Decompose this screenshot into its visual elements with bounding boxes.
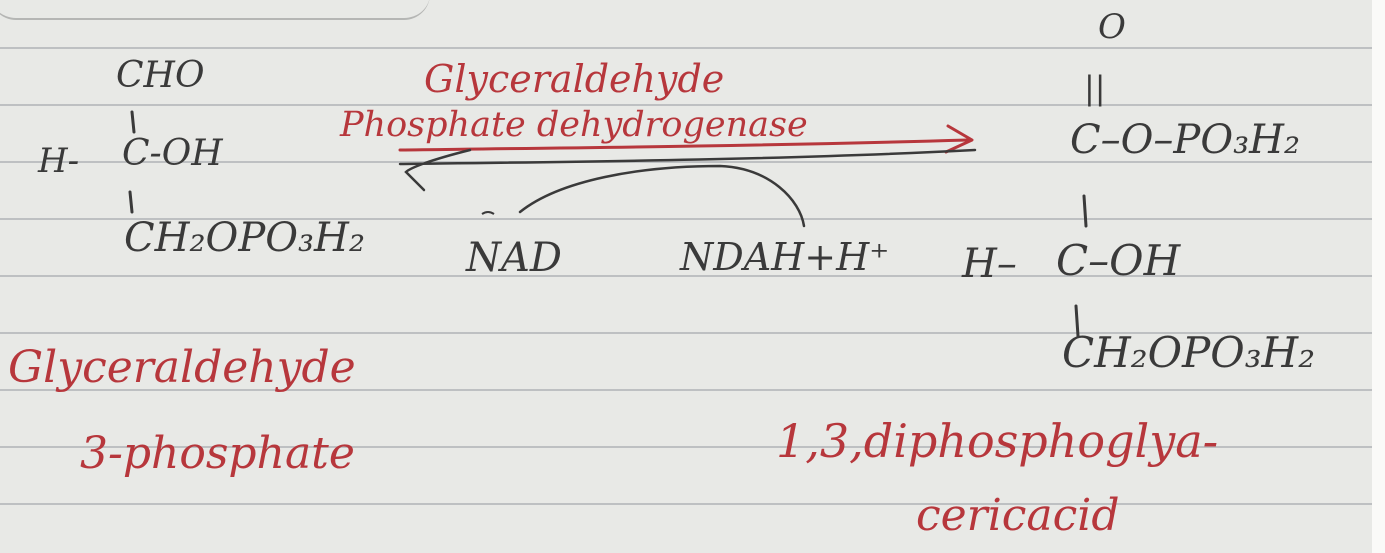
reactant-c-oh: C-OH	[122, 133, 223, 174]
product-double-bond: ||	[1084, 69, 1106, 107]
cofactor-nadh: NDAH+H⁺	[680, 235, 890, 279]
product-bond-mid	[1082, 194, 1088, 228]
reactant-h-left: H-	[38, 141, 80, 181]
product-bond-bottom	[1074, 304, 1080, 338]
product-ch2opo3h2: CH₂OPO₃H₂	[1062, 328, 1316, 377]
product-c-oh: C–OH	[1056, 236, 1181, 285]
reactant-ch2opo3h2: CH₂OPO₃H₂	[124, 215, 365, 261]
reactant-bond-top	[130, 110, 136, 134]
reaction-arrow	[398, 138, 970, 152]
reactant-cho: CHO	[116, 55, 205, 96]
enzyme-label-line1: Glyceraldehyde	[424, 57, 725, 101]
reactant-bond-bottom	[128, 190, 134, 214]
cofactor-arc	[518, 164, 806, 228]
page-right-edge	[1372, 0, 1385, 553]
reaction-arrowhead	[944, 124, 974, 154]
page-top-curve	[0, 0, 430, 20]
product-h-left: H–	[962, 241, 1017, 287]
product-oxygen: O	[1098, 7, 1126, 47]
nad-tilde	[481, 211, 495, 215]
product-name-line2: cericacid	[916, 490, 1120, 541]
cofactor-nad: NAD	[466, 235, 562, 281]
product-carbonyl-ester: C–O–PO₃H₂	[1070, 117, 1301, 163]
reactant-name-line1: Glyceraldehyde	[8, 342, 356, 393]
reactant-name-line2: 3-phosphate	[80, 428, 355, 479]
underline-arrow	[398, 148, 977, 166]
cofactor-left-hook	[404, 148, 472, 192]
product-name-line1: 1,3,diphosphoglya-	[776, 414, 1219, 468]
enzyme-label-line2: Phosphate dehydrogenase	[340, 105, 808, 145]
